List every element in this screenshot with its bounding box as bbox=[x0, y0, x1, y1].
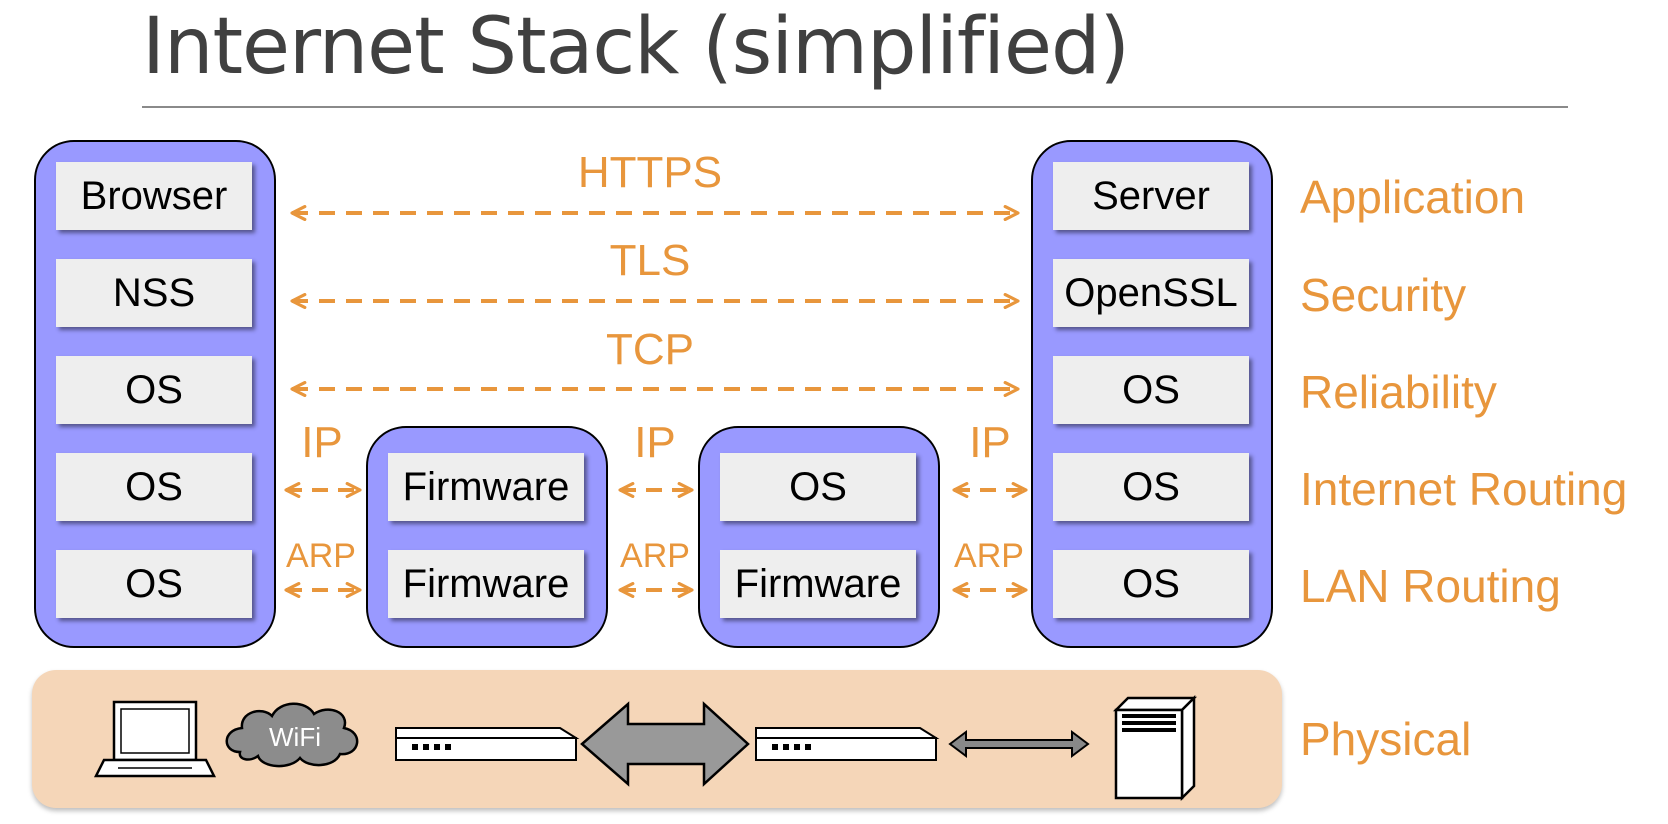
ip-label-3: IP bbox=[969, 418, 1011, 467]
ip-label-2: IP bbox=[634, 418, 676, 467]
tls-label: TLS bbox=[609, 236, 691, 285]
router2-firmware-lan-box: Firmware bbox=[720, 550, 916, 618]
layer-name-application: Application bbox=[1300, 171, 1526, 223]
router-icon-2 bbox=[755, 727, 940, 761]
router2-os-internet-box: OS bbox=[720, 453, 916, 521]
title-divider bbox=[142, 106, 1568, 108]
arp-label-2: ARP bbox=[620, 537, 690, 575]
server-os-lan-box: OS bbox=[1053, 550, 1249, 618]
client-os-internet-box: OS bbox=[56, 453, 252, 521]
router1-firmware-lan-box: Firmware bbox=[388, 550, 584, 618]
router1-firmware-internet-box: Firmware bbox=[388, 453, 584, 521]
tcp-label: TCP bbox=[606, 325, 694, 374]
server-os-internet-box: OS bbox=[1053, 453, 1249, 521]
server-server-box: Server bbox=[1053, 162, 1249, 230]
layer-name-lan-routing: LAN Routing bbox=[1300, 560, 1561, 612]
arp-label-3: ARP bbox=[954, 537, 1024, 575]
page-title: Internet Stack (simplified) bbox=[142, 2, 1130, 92]
layer-name-internet-routing: Internet Routing bbox=[1300, 463, 1628, 515]
client-browser-box: Browser bbox=[56, 162, 252, 230]
double-arrow-icon-1 bbox=[580, 701, 750, 787]
ip-label-1: IP bbox=[301, 418, 343, 467]
layer-name-security: Security bbox=[1300, 269, 1467, 321]
server-openssl-box: OpenSSL bbox=[1053, 259, 1249, 327]
wifi-cloud-icon bbox=[225, 702, 359, 768]
https-label: HTTPS bbox=[577, 148, 723, 197]
wifi-label: WiFi bbox=[269, 722, 321, 752]
laptop-icon bbox=[93, 700, 217, 778]
server-icon bbox=[1112, 694, 1198, 802]
router-icon-1 bbox=[395, 727, 580, 761]
client-nss-box: NSS bbox=[56, 259, 252, 327]
client-os-lan-box: OS bbox=[56, 550, 252, 618]
arp-label-1: ARP bbox=[286, 537, 356, 575]
client-os-reliability-box: OS bbox=[56, 356, 252, 424]
server-os-reliability-box: OS bbox=[1053, 356, 1249, 424]
double-arrow-icon-2 bbox=[948, 730, 1090, 758]
layer-name-reliability: Reliability bbox=[1300, 366, 1497, 418]
layer-name-physical: Physical bbox=[1300, 713, 1472, 765]
